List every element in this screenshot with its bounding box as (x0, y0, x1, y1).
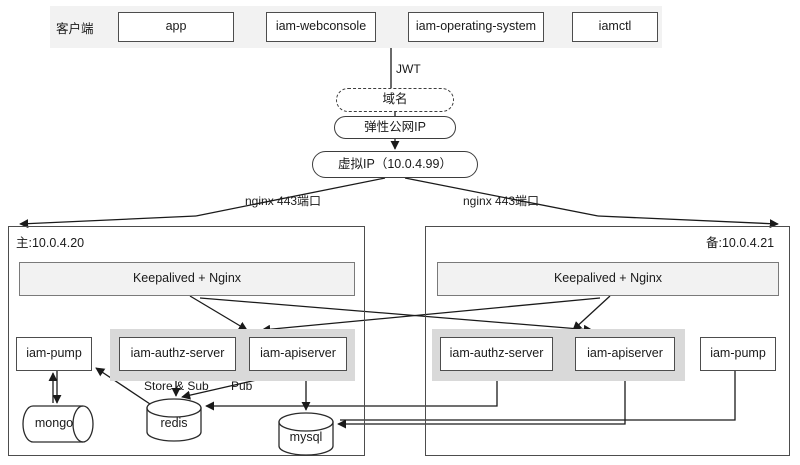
mysql-datastore-label: mysql (289, 430, 323, 444)
keepalived-nginx-backup[interactable]: Keepalived + Nginx (437, 262, 779, 296)
elastic-ip-node[interactable]: 弹性公网IP (334, 116, 456, 139)
virtual-ip-node-label: 虚拟IP（10.0.4.99） (338, 156, 452, 171)
iam-authz-server-master[interactable]: iam-authz-server (119, 337, 236, 371)
nginx-left-edge-label: nginx 443端口 (245, 194, 322, 208)
panel-backup-title: 备:10.0.4.21 (706, 236, 775, 250)
keepalived-nginx-master[interactable]: Keepalived + Nginx (19, 262, 355, 296)
iam-apiserver-backup[interactable]: iam-apiserver (575, 337, 675, 371)
panel-master-title: 主:10.0.4.20 (16, 236, 85, 250)
elastic-ip-node-label: 弹性公网IP (364, 119, 426, 134)
iam-pump-backup-label: iam-pump (710, 346, 766, 361)
iam-authz-server-backup-label: iam-authz-server (449, 346, 544, 361)
store-sub-edge-label: Store & Sub (144, 379, 209, 393)
client-box-iam-operating-system-label: iam-operating-system (415, 19, 537, 34)
mongo-datastore[interactable]: mongo (22, 405, 94, 443)
iam-authz-server-backup[interactable]: iam-authz-server (440, 337, 553, 371)
iam-authz-server-master-label: iam-authz-server (130, 346, 225, 361)
domain-node-label: 域名 (382, 92, 408, 107)
iam-pump-backup[interactable]: iam-pump (700, 337, 776, 371)
mongo-datastore-label: mongo (34, 416, 74, 430)
virtual-ip-node[interactable]: 虚拟IP（10.0.4.99） (312, 151, 478, 178)
redis-datastore[interactable]: redis (146, 398, 202, 442)
client-box-iamctl[interactable]: iamctl (572, 12, 658, 42)
panel-master (8, 226, 365, 456)
keepalived-nginx-backup-label: Keepalived + Nginx (553, 271, 663, 286)
client-box-app-label: app (165, 19, 187, 34)
client-box-iam-webconsole[interactable]: iam-webconsole (266, 12, 376, 42)
iam-pump-master[interactable]: iam-pump (16, 337, 92, 371)
client-box-iamctl-label: iamctl (598, 19, 632, 34)
redis-datastore-label: redis (160, 416, 188, 430)
iam-apiserver-backup-label: iam-apiserver (587, 346, 663, 361)
mysql-datastore[interactable]: mysql (278, 412, 334, 456)
pub-edge-label: Pub (231, 379, 253, 393)
client-box-iam-operating-system[interactable]: iam-operating-system (408, 12, 544, 42)
keepalived-nginx-master-label: Keepalived + Nginx (132, 271, 242, 286)
domain-node[interactable]: 域名 (336, 88, 454, 112)
iam-apiserver-master-label: iam-apiserver (260, 346, 336, 361)
client-box-iam-webconsole-label: iam-webconsole (275, 19, 367, 34)
jwt-edge-label: JWT (396, 62, 421, 76)
client-box-app[interactable]: app (118, 12, 234, 42)
iam-pump-master-label: iam-pump (26, 346, 82, 361)
client-row-label: 客户端 (56, 21, 94, 36)
nginx-right-edge-label: nginx 443端口 (463, 194, 540, 208)
iam-apiserver-master[interactable]: iam-apiserver (249, 337, 347, 371)
panel-backup (425, 226, 790, 456)
